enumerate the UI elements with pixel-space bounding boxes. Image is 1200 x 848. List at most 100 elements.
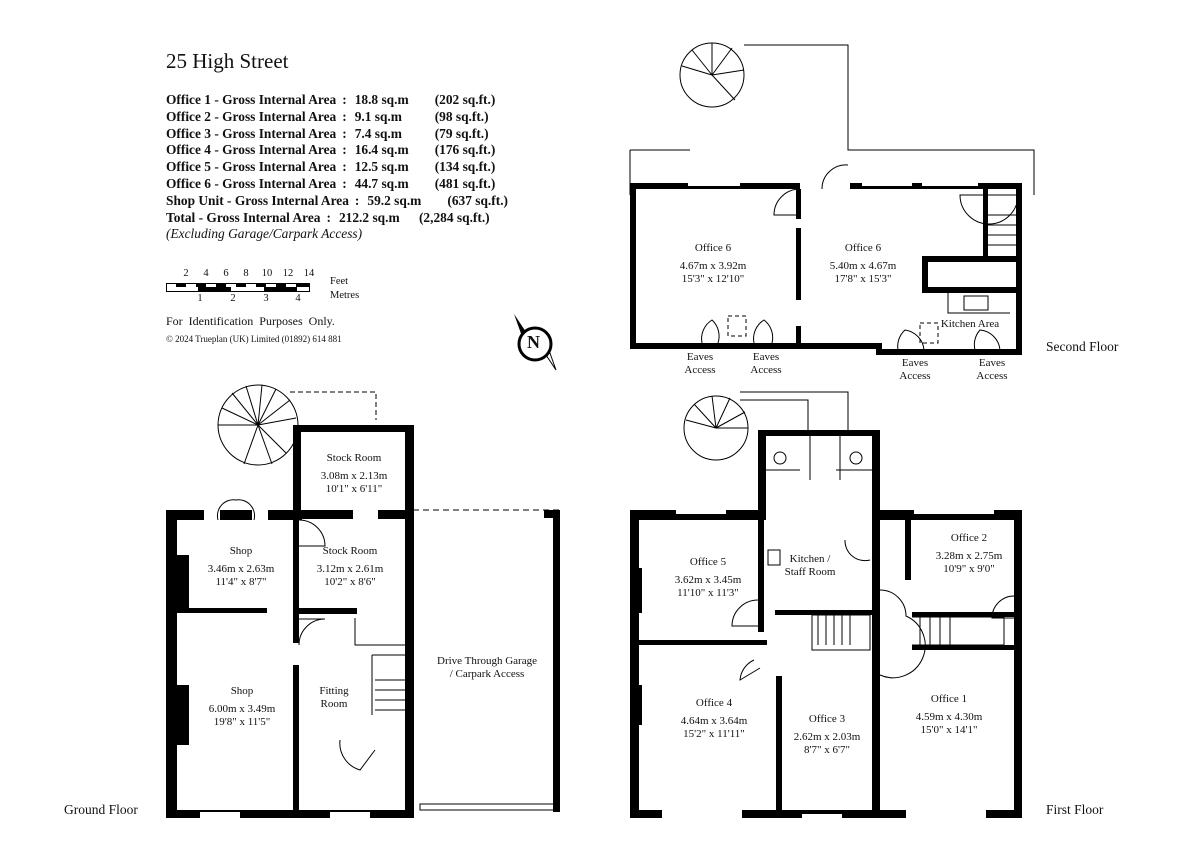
room-imperial: 15'2" x 11'11" [683, 728, 745, 740]
room-metric: 6.00m x 3.49m [208, 703, 276, 715]
area-separator: : [342, 108, 347, 124]
room-name: Fitting Room [319, 685, 349, 710]
first-floor-label: First Floor [1046, 802, 1104, 817]
metre-tick: 1 [197, 293, 203, 304]
room-metric: 3.28m x 2.75m [935, 550, 1003, 562]
room-name: Kitchen Area [940, 318, 1000, 330]
room-name: Office 1 [930, 693, 968, 705]
area-name: Office 3 - Gross Internal Area [166, 125, 337, 141]
room-name: Stock Room [322, 545, 378, 557]
eaves-access-label: Eaves Access [976, 357, 1008, 382]
scale-bar: 2 4 6 8 10 12 14 1 2 3 4 Feet Metres [166, 268, 366, 308]
room-fitting-room: Fitting Room [312, 685, 356, 711]
feet-tick: 2 [183, 268, 189, 279]
disclaimer: For Identification Purposes Only. [166, 314, 335, 328]
area-separator: : [326, 209, 331, 225]
room-imperial: 19'8" x 11'5" [213, 716, 271, 728]
room-imperial: 11'4" x 8'7" [215, 576, 267, 588]
area-sqm: 16.4 sq.m [354, 142, 409, 158]
feet-label: Feet [330, 276, 349, 287]
area-name: Office 2 - Gross Internal Area [166, 108, 337, 124]
room-metric: 4.67m x 3.92m [679, 260, 747, 272]
ground-floor-walls [166, 425, 560, 818]
room-name: Office 6 [694, 242, 732, 254]
area-row-office-1: Office 1 - Gross Internal Area:18.8 sq.m… [166, 92, 508, 109]
area-sqm: 18.8 sq.m [354, 92, 409, 107]
area-separator: : [354, 192, 360, 208]
feet-tick: 6 [223, 268, 229, 279]
room-metric: 3.46m x 2.63m [207, 563, 275, 575]
area-sqm: 9.1 sq.m [354, 108, 402, 124]
eaves-access-label: Eaves Access [684, 351, 716, 376]
room-imperial: 17'8" x 15'3" [834, 273, 892, 285]
scale-bar-graphic [166, 283, 310, 292]
room-imperial: 15'0" x 14'1" [920, 724, 978, 736]
room-name: Stock Room [326, 452, 382, 464]
area-sqft: (134 sq.ft.) [434, 159, 496, 175]
room-name: Office 2 [950, 532, 988, 544]
area-separator: : [342, 92, 347, 107]
compass-north-letter: N [527, 332, 540, 352]
room-name: Kitchen / Staff Room [784, 553, 836, 578]
room-imperial: 15'3" x 12'10" [681, 273, 745, 285]
room-metric: 2.62m x 2.03m [793, 731, 861, 743]
room-imperial: 10'2" x 8'6" [324, 576, 376, 588]
feet-tick: 12 [282, 268, 294, 279]
area-sqft: (2,284 sq.ft.) [418, 209, 490, 225]
area-row-office-3: Office 3 - Gross Internal Area:7.4 sq.m(… [166, 126, 508, 143]
area-name: Office 1 - Gross Internal Area [166, 92, 337, 107]
room-name: Shop [229, 545, 253, 557]
room-name: Office 5 [689, 556, 727, 568]
property-title: 25 High Street [166, 49, 289, 73]
area-sqm: 212.2 sq.m [338, 209, 400, 225]
area-row-total: Total - Gross Internal Area:212.2 sq.m (2… [166, 210, 508, 227]
feet-tick: 14 [303, 268, 315, 279]
metres-label: Metres [330, 290, 360, 301]
room-name: Office 3 [808, 713, 846, 725]
metre-tick: 2 [230, 293, 236, 304]
ground-floor-label: Ground Floor [64, 802, 138, 817]
area-row-shop-unit: Shop Unit - Gross Internal Area:59.2 sq.… [166, 193, 508, 210]
room-imperial: 10'1" x 6'11" [325, 483, 383, 495]
area-name: Office 5 - Gross Internal Area [166, 159, 337, 175]
room-imperial: 11'10" x 11'3" [677, 587, 739, 599]
area-name: Office 4 - Gross Internal Area [166, 142, 337, 158]
feet-tick: 4 [203, 268, 209, 279]
room-metric: 3.08m x 2.13m [320, 470, 388, 482]
feet-tick: 10 [261, 268, 273, 279]
compass-icon: N [510, 312, 560, 372]
area-row-office-4: Office 4 - Gross Internal Area:16.4 sq.m… [166, 142, 508, 159]
area-sqm: 7.4 sq.m [354, 125, 402, 141]
area-schedule: Office 1 - Gross Internal Area:18.8 sq.m… [166, 92, 508, 243]
metre-tick: 3 [263, 293, 269, 304]
area-name: Total - Gross Internal Area [166, 209, 321, 225]
area-sqm: 44.7 sq.m [354, 175, 409, 191]
room-name: Drive Through Garage / Carpark Access [437, 655, 537, 680]
area-separator: : [342, 175, 347, 191]
area-separator: : [342, 142, 347, 158]
area-sqm: 12.5 sq.m [354, 159, 409, 175]
room-metric: 3.12m x 2.61m [316, 563, 384, 575]
feet-tick: 8 [243, 268, 249, 279]
room-metric: 4.64m x 3.64m [680, 715, 748, 727]
second-floor-label: Second Floor [1046, 339, 1119, 354]
area-sqft: (176 sq.ft.) [434, 142, 496, 158]
area-row-office-6: Office 6 - Gross Internal Area:44.7 sq.m… [166, 176, 508, 193]
area-row-office-2: Office 2 - Gross Internal Area:9.1 sq.m (… [166, 109, 508, 126]
room-garage: Drive Through Garage / Carpark Access [435, 655, 539, 681]
area-sqft: (98 sq.ft.) [434, 108, 489, 124]
area-row-office-5: Office 5 - Gross Internal Area:12.5 sq.m… [166, 159, 508, 176]
area-name: Shop Unit - Gross Internal Area [166, 192, 349, 208]
area-sqm: 59.2 sq.m [367, 192, 422, 208]
eaves-access-label: Eaves Access [899, 357, 931, 382]
